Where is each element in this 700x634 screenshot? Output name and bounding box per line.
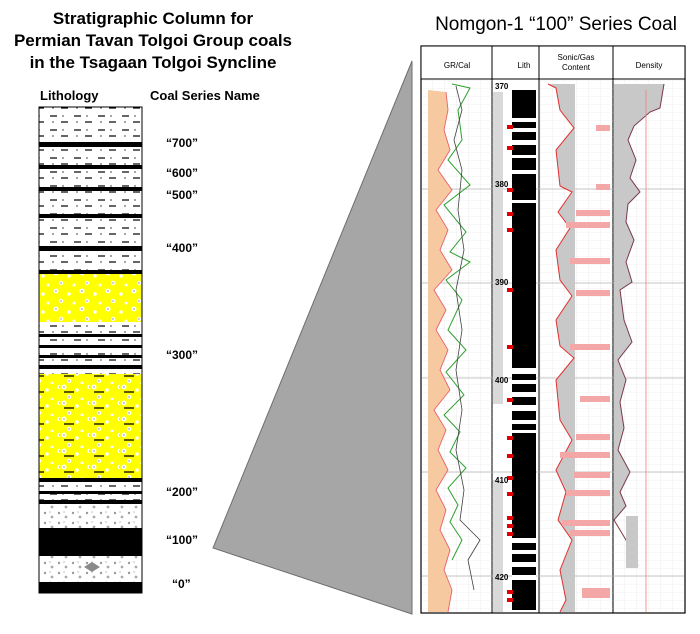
gas-content-bar [570, 344, 610, 350]
coal-seam-300 [39, 355, 142, 358]
secondary-curve [453, 85, 481, 591]
coal-seam-400 [39, 246, 142, 251]
depth-label-380: 380 [495, 180, 509, 189]
series-label-500: “500” [166, 188, 199, 202]
track-header-sonic-line-1: Sonic/Gas [558, 53, 595, 62]
depth-label-420: 420 [495, 573, 509, 582]
coal-seam-300 [39, 334, 142, 337]
track-header-gr-cal: GR/Cal [444, 61, 470, 70]
coal-seam-600 [39, 165, 142, 169]
coarse-sandstone-unit [39, 274, 142, 322]
series-label-700: “700” [166, 136, 199, 150]
track-header-sonic-line-2: Content [562, 63, 591, 72]
sandstone-unit [39, 369, 142, 374]
coarse-sandstone-unit [39, 374, 142, 478]
sandstone-unit [39, 482, 142, 491]
sandstone-unit [39, 337, 142, 345]
pebble-marker [84, 562, 100, 572]
density-curve [613, 83, 665, 567]
depth-label-390: 390 [495, 278, 509, 287]
well-log-panel: 370 380 390 400 410 420 GR/Cal Lith Soni… [420, 45, 686, 614]
conglomerate-unit [39, 504, 142, 528]
gas-content-bar [576, 434, 610, 440]
gas-content-bar [576, 290, 610, 296]
caliper-curve [443, 83, 471, 561]
gas-content-bar [566, 222, 610, 228]
gas-content-bar [560, 452, 610, 458]
coal-seam [39, 270, 142, 274]
depth-label-410: 410 [495, 476, 509, 485]
sonic-curve [547, 83, 575, 613]
track-header-lith: Lith [518, 61, 531, 70]
coal-seam-200 [39, 500, 142, 504]
stratigraphic-column [38, 106, 143, 594]
gamma-ray-curve [433, 91, 453, 613]
log-title: Nomgon-1 “100” Series Coal [435, 14, 677, 35]
zoom-wedge [212, 60, 413, 615]
coal-seam-300 [39, 365, 142, 369]
sandstone-unit [39, 169, 142, 187]
coal-series-header: Coal Series Name [150, 88, 260, 103]
gas-content-bar [566, 490, 610, 496]
gas-content-bar [574, 472, 610, 478]
coal-seam-200 [39, 491, 142, 494]
coal-seam-500 [39, 187, 142, 191]
sandstone-unit [39, 494, 142, 500]
sandstone-unit [39, 218, 142, 246]
gas-content-bar [582, 588, 610, 598]
lith-column [512, 90, 536, 610]
sandstone-unit [39, 107, 142, 125]
sandstone-unit [39, 191, 142, 214]
depth-label-400: 400 [495, 376, 509, 385]
sandstone-unit [39, 147, 142, 165]
series-label-100: “100” [166, 533, 199, 547]
series-label-400: “400” [166, 241, 199, 255]
gas-content-bar [562, 520, 610, 526]
gas-content-bar [576, 210, 610, 216]
sandstone-unit [39, 251, 142, 270]
track-header-density: Density [636, 61, 663, 70]
series-label-0: “0” [172, 577, 191, 591]
sandstone-unit [39, 322, 142, 334]
coal-seam-700 [39, 142, 142, 147]
gas-content-bar [596, 125, 610, 131]
depth-scale-bar [493, 92, 503, 404]
series-label-300: “300” [166, 348, 199, 362]
coal-seam-0 [39, 582, 142, 593]
coal-seam [39, 478, 142, 482]
lithology-header: Lithology [40, 88, 99, 103]
sandstone-unit [39, 348, 142, 355]
sandstone-unit [39, 358, 142, 365]
coal-seam-300 [39, 345, 142, 348]
column-title: Stratigraphic Column for Permian Tavan T… [8, 8, 298, 74]
sandstone-unit [39, 125, 142, 142]
column-outline [38, 106, 143, 594]
log-header-row [420, 45, 686, 80]
column-title-line-3: in the Tsagaan Tolgoi Syncline [29, 53, 277, 72]
series-label-600: “600” [166, 166, 199, 180]
gas-content-bar [596, 184, 610, 190]
gas-content-bar [570, 258, 610, 264]
depth-label-370: 370 [495, 82, 509, 91]
sonic-fill [548, 84, 575, 612]
coal-seam [39, 214, 142, 218]
series-label-200: “200” [166, 485, 199, 499]
gas-content-bar [570, 530, 610, 536]
column-title-line-1: Stratigraphic Column for [52, 9, 254, 28]
gamma-ray-fill [428, 90, 452, 612]
column-title-line-2: Permian Tavan Tolgoi Group coals [13, 31, 293, 50]
coal-seam-100 [39, 528, 142, 556]
gas-content-bar [580, 396, 610, 402]
